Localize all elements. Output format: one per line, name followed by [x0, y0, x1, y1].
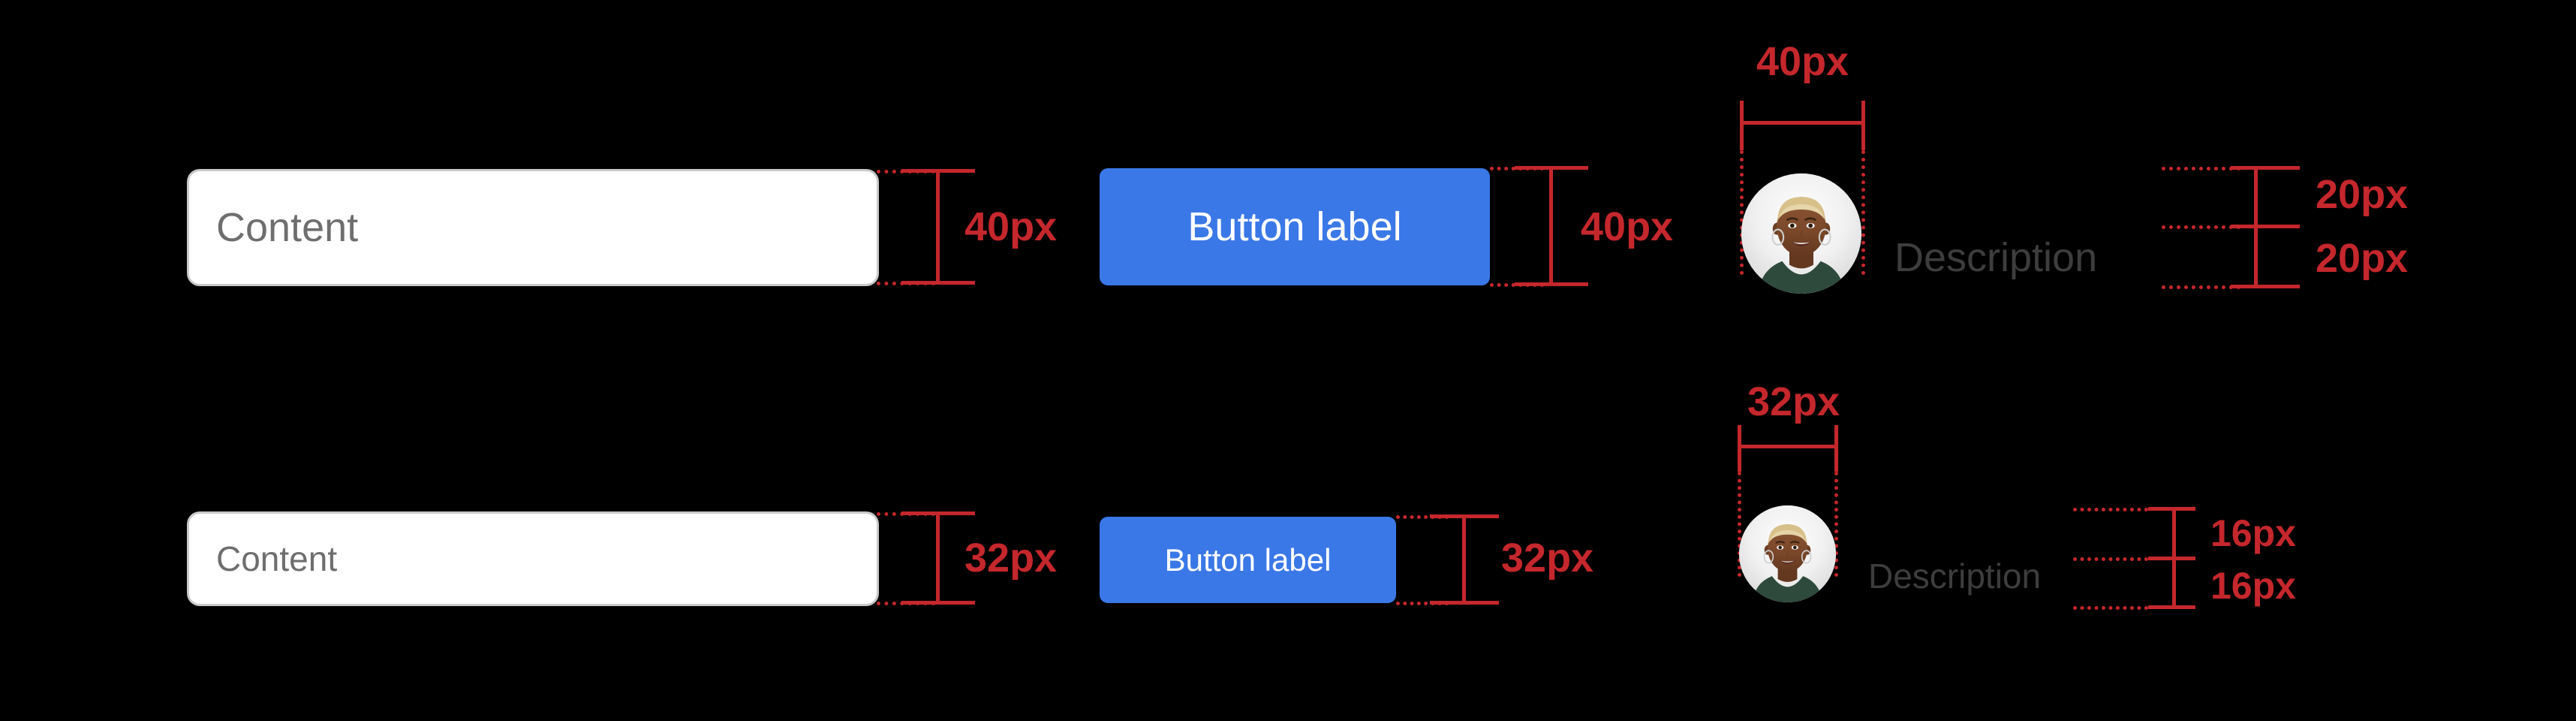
- input-dim-cap-bottom: [901, 281, 975, 285]
- avatar-ext-line-right: [1834, 472, 1838, 577]
- desc-ext-line-mid: [2073, 557, 2148, 561]
- avatar-width-label: 40px: [1756, 39, 1849, 84]
- description-text-small: Description: [1868, 557, 2042, 596]
- button-label: Button label: [1164, 542, 1332, 578]
- avatar-dim-cap-left: [1740, 101, 1744, 150]
- desc-ext-line-mid: [2162, 225, 2240, 229]
- avatar-dim-line: [1741, 121, 1863, 125]
- desc-bottom-spacing-label: 16px: [2210, 565, 2296, 607]
- button-height-label: 40px: [1581, 204, 1674, 249]
- avatar-small[interactable]: [1739, 505, 1836, 602]
- desc-top-spacing-label: 20px: [2316, 172, 2409, 217]
- primary-button-large[interactable]: Button label: [1100, 168, 1490, 285]
- button-dim-line: [1549, 167, 1553, 283]
- button-ext-line-top: [1396, 515, 1449, 519]
- desc-bottom-spacing-label: 20px: [2316, 236, 2409, 281]
- input-dim-line: [936, 170, 940, 282]
- button-dim-cap-bottom: [1430, 601, 1499, 605]
- avatar-dim-cap-right: [1834, 425, 1838, 472]
- button-label: Button label: [1187, 204, 1402, 249]
- desc-dim-cap-top: [2231, 166, 2300, 170]
- desc-dim-cap-bottom: [2148, 605, 2195, 609]
- desc-ext-line-bottom: [2073, 606, 2148, 610]
- button-dim-line: [1462, 516, 1466, 602]
- desc-ext-line-bottom: [2162, 285, 2240, 289]
- desc-top-spacing-label: 16px: [2210, 512, 2296, 554]
- avatar-ext-line-left: [1740, 150, 1744, 275]
- avatar-large[interactable]: [1741, 173, 1861, 294]
- avatar-dim-cap-right: [1861, 101, 1865, 150]
- button-dim-cap-bottom: [1515, 282, 1588, 286]
- desc-dim-cap-bottom: [2231, 285, 2300, 288]
- desc-dim-line: [2254, 167, 2258, 286]
- primary-button-small[interactable]: Button label: [1100, 517, 1396, 603]
- input-height-label: 40px: [964, 204, 1058, 249]
- text-input-small[interactable]: Content: [189, 514, 877, 604]
- text-input-large[interactable]: Content: [189, 171, 877, 284]
- input-dim-cap-bottom: [901, 601, 975, 605]
- desc-dim-cap-mid: [2231, 225, 2300, 228]
- desc-ext-line-top: [2073, 508, 2148, 511]
- text-input-value: Content: [216, 205, 359, 250]
- text-input-value: Content: [216, 539, 338, 578]
- avatar-dim-line: [1739, 445, 1836, 448]
- user-portrait-icon: [1741, 173, 1861, 294]
- input-dim-line: [936, 513, 940, 602]
- desc-dim-line: [2172, 508, 2176, 607]
- input-height-label: 32px: [964, 535, 1058, 581]
- avatar-ext-line-left: [1738, 472, 1741, 577]
- desc-dim-cap-top: [2148, 507, 2195, 511]
- user-portrait-icon: [1739, 505, 1836, 602]
- button-height-label: 32px: [1501, 535, 1594, 581]
- button-ext-line-bottom: [1396, 602, 1449, 605]
- desc-ext-line-top: [2162, 167, 2240, 170]
- avatar-ext-line-right: [1861, 150, 1865, 275]
- desc-dim-cap-mid: [2148, 557, 2195, 560]
- avatar-dim-cap-left: [1738, 425, 1741, 472]
- avatar-width-label: 32px: [1747, 379, 1840, 424]
- description-text-large: Description: [1894, 235, 2098, 280]
